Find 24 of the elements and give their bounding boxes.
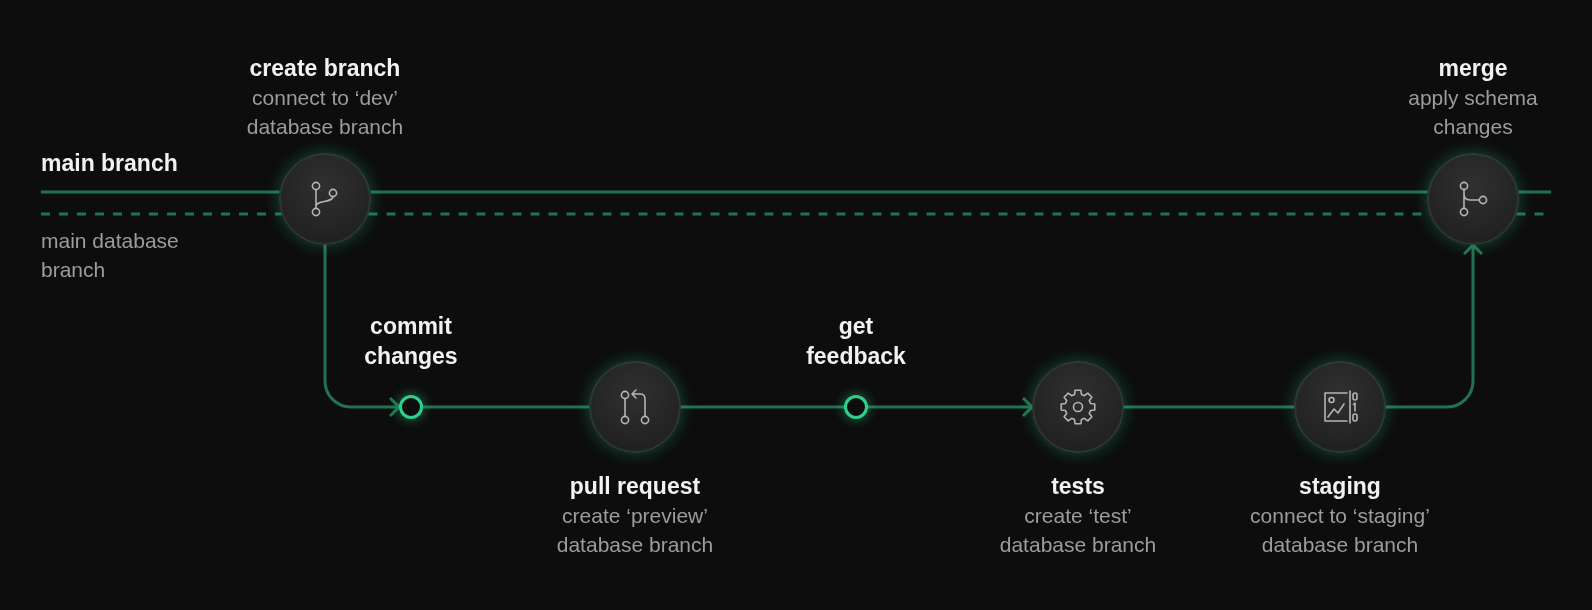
step-description: create ‘test’ database branch — [998, 503, 1158, 558]
step-title: commit changes — [363, 312, 459, 371]
connector-line — [681, 405, 844, 409]
step-title: create branch — [249, 54, 401, 83]
branch-label: main database branch — [41, 228, 180, 283]
step-title: get feedback — [805, 312, 907, 371]
step-title: staging — [1299, 472, 1381, 501]
connector-line — [41, 212, 282, 216]
arrow — [323, 245, 401, 418]
connector-line — [370, 190, 1428, 194]
step-description: connect to ‘dev’ database branch — [245, 85, 405, 140]
step-title: merge — [1438, 54, 1508, 83]
connector-line — [41, 190, 280, 194]
branch-label: main branch — [41, 149, 178, 178]
step-description: connect to ‘staging’ database branch — [1249, 503, 1431, 558]
step-title: tests — [1051, 472, 1105, 501]
arrow — [868, 396, 1034, 418]
connector-line — [1124, 405, 1294, 409]
arrow — [1386, 243, 1484, 409]
step-description: create ‘preview’ database branch — [555, 503, 715, 558]
connector-line — [423, 405, 589, 409]
step-description: apply schema changes — [1407, 85, 1539, 140]
connector-line — [1518, 190, 1551, 194]
step-title: pull request — [569, 472, 701, 501]
